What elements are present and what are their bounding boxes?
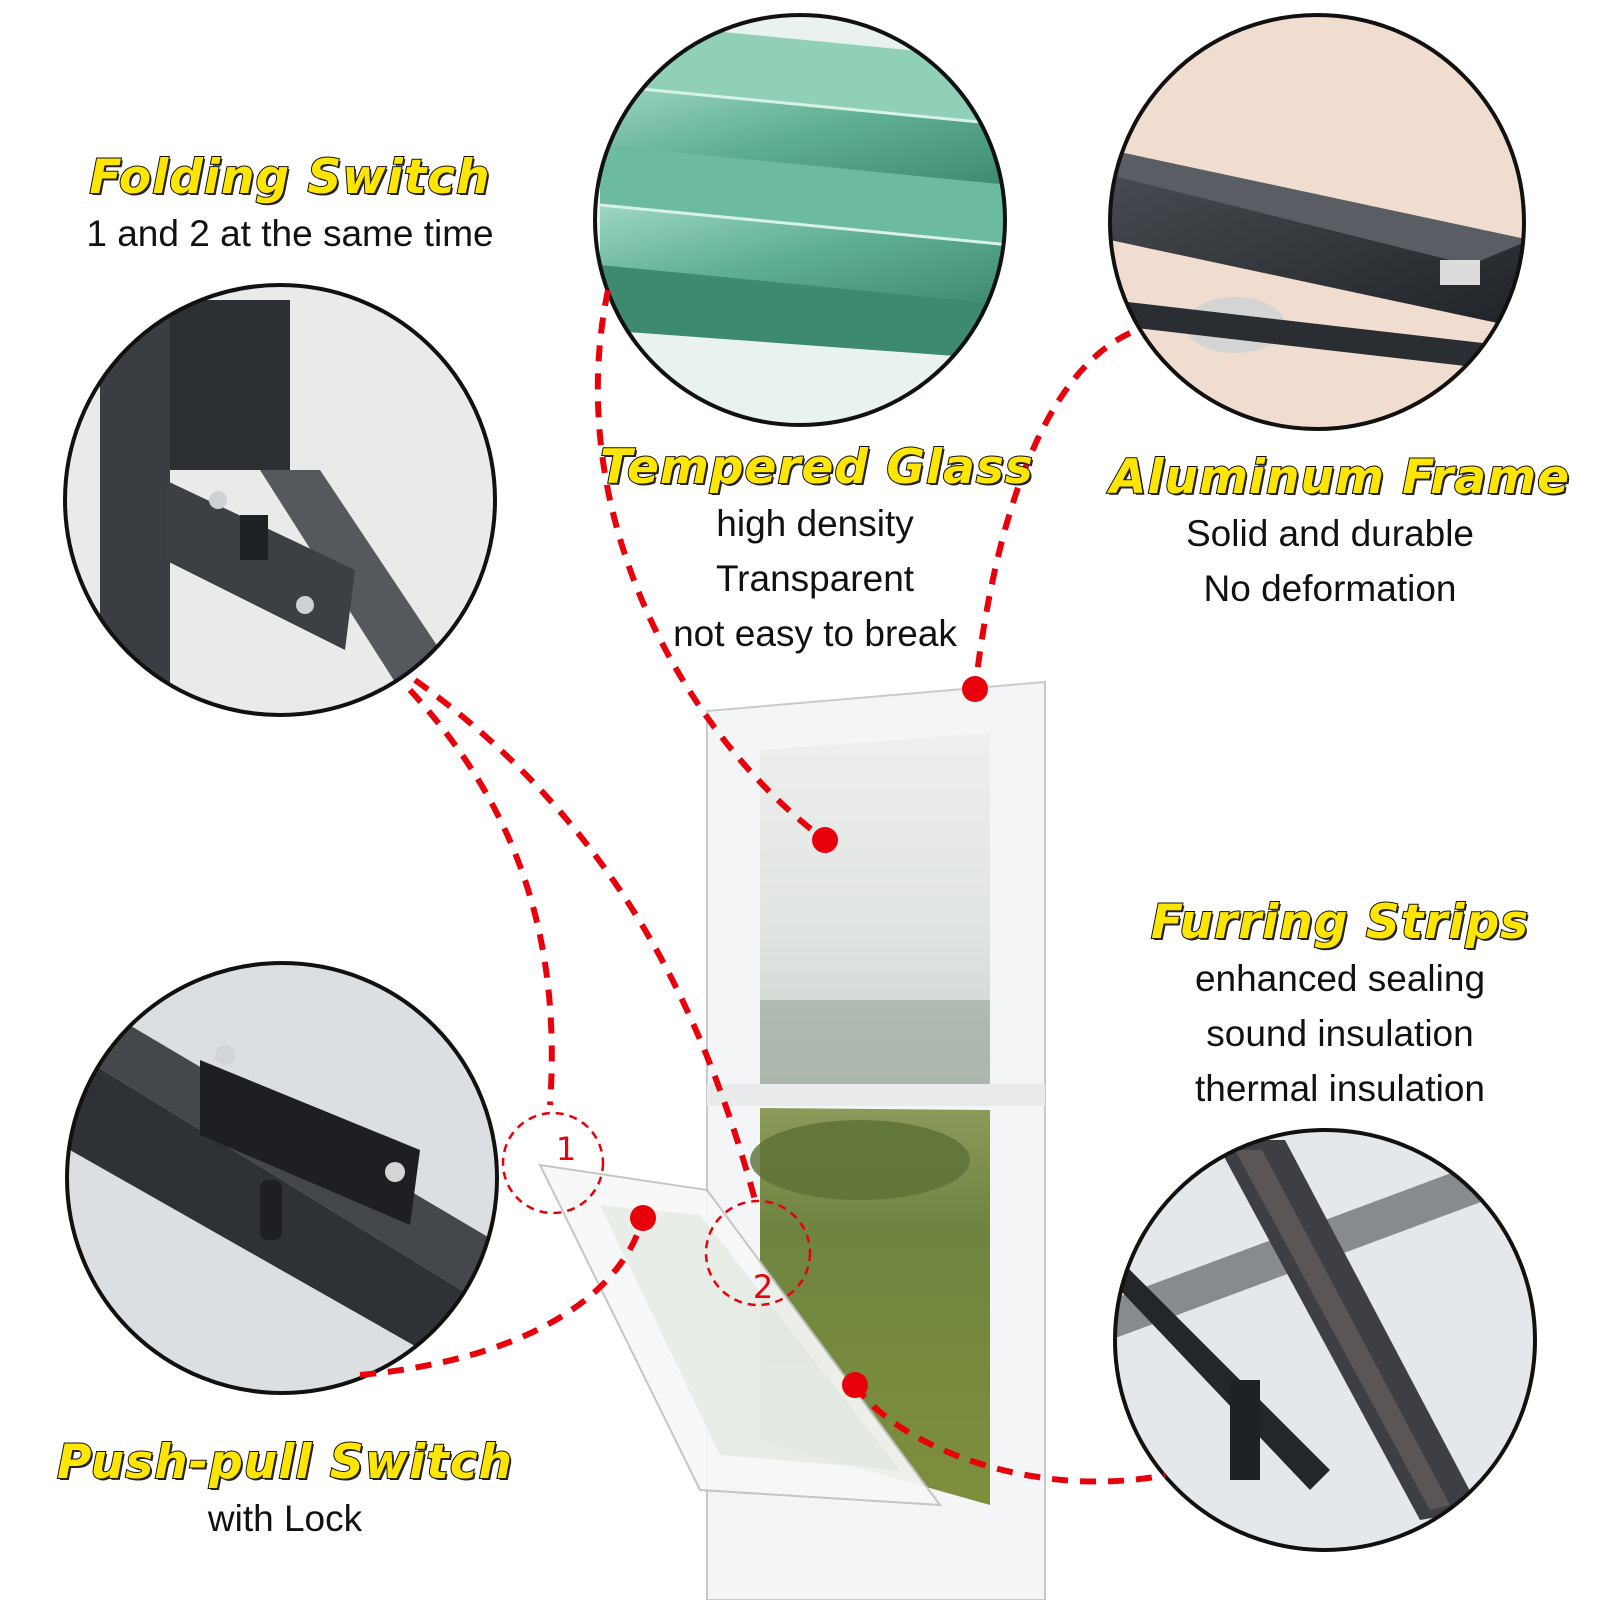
dot-tempered-glass [812, 827, 838, 853]
callout-line: No deformation [1203, 568, 1457, 609]
callout-furring-strips: Furring Strips enhanced sealing sound in… [1120, 894, 1560, 1116]
callout-folding-switch: Folding Switch 1 and 2 at the same time [50, 149, 530, 261]
folding-switch-detail-photo [63, 283, 497, 717]
callout-dots [630, 676, 988, 1398]
dot-aluminum-frame [962, 676, 988, 702]
marker-2-label: 2 [753, 1268, 773, 1306]
switch-marker-1: 1 [501, 1111, 605, 1215]
leader-furring-strips [852, 1383, 1166, 1485]
aluminum-detail-photo [1108, 13, 1526, 431]
callout-title: Folding Switch [88, 149, 491, 206]
callout-line: with Lock [207, 1498, 363, 1539]
callout-line: not easy to break [673, 613, 957, 654]
callout-line: Transparent [715, 558, 915, 599]
marker-1-label: 1 [556, 1130, 576, 1168]
glass-detail-photo [593, 13, 1007, 427]
callout-aluminum-frame: Aluminum Frame Solid and durable No defo… [1109, 449, 1570, 616]
callout-title: Tempered Glass [599, 439, 1034, 496]
leader-folding-switch-2 [413, 677, 758, 1201]
callout-line: thermal insulation [1195, 1068, 1485, 1109]
callout-line: high density [716, 503, 914, 544]
window-product [538, 680, 1046, 1600]
leader-push-pull-switch [359, 1217, 646, 1378]
callout-line: enhanced sealing [1194, 958, 1486, 999]
dot-push-pull-switch [630, 1205, 656, 1231]
callout-tempered-glass: Tempered Glass high density Transparent … [599, 439, 1034, 661]
switch-marker-2: 2 [704, 1199, 812, 1307]
callout-push-pull-switch: Push-pull Switch with Lock [45, 1434, 525, 1546]
callout-line: 1 and 2 at the same time [86, 213, 494, 254]
furring-strips-detail-photo [1113, 1128, 1537, 1552]
leader-tempered-glass [594, 289, 827, 843]
callout-title: Aluminum Frame [1109, 449, 1570, 506]
callout-line: sound insulation [1206, 1013, 1474, 1054]
callout-title: Furring Strips [1150, 894, 1530, 951]
callout-line: Solid and durable [1186, 513, 1474, 554]
callout-title: Push-pull Switch [56, 1434, 514, 1491]
dot-furring-strips [842, 1372, 868, 1398]
callout-leaders [359, 289, 1166, 1485]
leader-folding-switch-1 [407, 687, 555, 1106]
leader-aluminum-frame [972, 330, 1132, 691]
push-pull-switch-detail-photo [65, 961, 499, 1395]
